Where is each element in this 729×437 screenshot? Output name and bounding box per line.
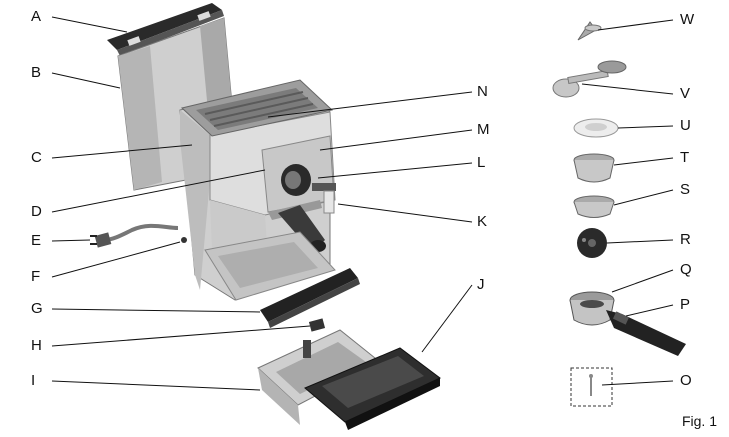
label-o: O	[680, 372, 692, 389]
label-p: P	[680, 296, 691, 313]
label-q: Q	[680, 261, 692, 278]
label-d: D	[31, 203, 42, 220]
label-g: G	[31, 300, 43, 317]
pod-adapter	[577, 228, 607, 258]
label-u: U	[680, 117, 691, 134]
label-t: T	[680, 149, 690, 166]
label-m: M	[477, 121, 490, 138]
label-a: A	[31, 8, 42, 25]
label-w: W	[680, 11, 695, 28]
portafilter	[569, 291, 686, 356]
label-b: B	[31, 64, 42, 81]
water-tank-lid	[107, 3, 224, 56]
label-l: L	[477, 154, 486, 171]
crema-disc	[573, 118, 619, 138]
figure-caption: Fig. 1	[681, 413, 717, 429]
drip-tray	[257, 329, 381, 425]
grille-holder	[260, 268, 360, 328]
label-k: K	[477, 213, 488, 230]
machine-body	[179, 79, 336, 301]
label-s: S	[680, 181, 691, 198]
filter-one-cup	[573, 195, 615, 218]
measuring-spoon-small	[577, 21, 602, 41]
drip-tray-grille	[304, 347, 441, 430]
label-j: J	[477, 276, 485, 293]
label-r: R	[680, 231, 691, 248]
measuring-spoon-tamper	[552, 60, 627, 98]
leader-lines	[51, 16, 674, 391]
label-e: E	[31, 232, 42, 249]
label-n: N	[477, 83, 488, 100]
label-h: H	[31, 337, 42, 354]
label-i: I	[31, 372, 36, 389]
filter-two-cups	[573, 153, 615, 183]
label-v: V	[680, 85, 691, 102]
power-cable	[90, 223, 179, 248]
label-f: F	[31, 268, 41, 285]
cleaning-needle-box	[570, 367, 613, 407]
label-c: C	[31, 149, 42, 166]
float	[308, 318, 326, 332]
